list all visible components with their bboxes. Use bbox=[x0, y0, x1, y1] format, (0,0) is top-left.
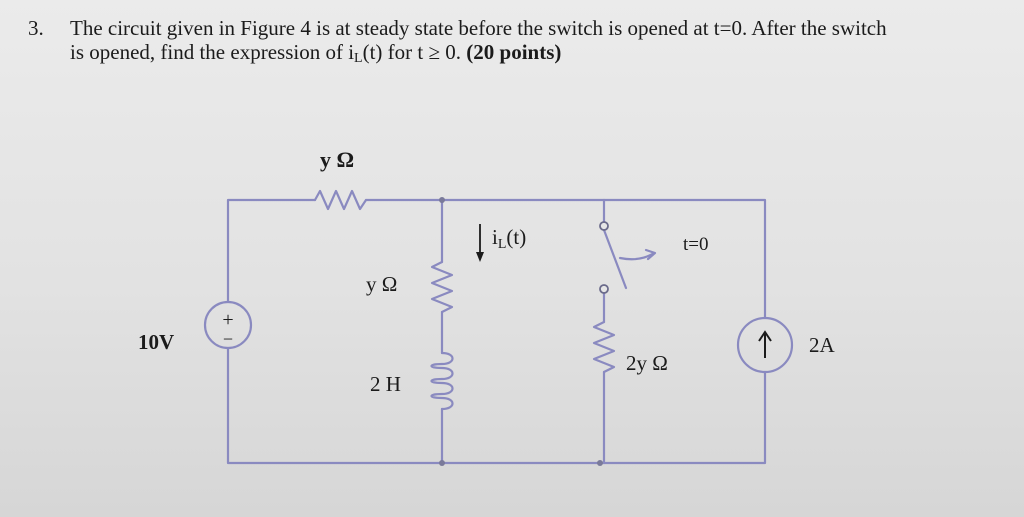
switch-contact-bottom bbox=[599, 284, 609, 294]
label-current-sub: L bbox=[498, 237, 507, 252]
label-switch-resistor: 2y Ω bbox=[626, 351, 668, 375]
wire-top-far-right bbox=[602, 198, 767, 320]
problem-line-1: The circuit given in Figure 4 is at stea… bbox=[70, 16, 887, 40]
problem-line-2: is opened, find the expression of iL(t) … bbox=[70, 40, 561, 71]
switch-arrow-head bbox=[644, 248, 657, 261]
label-voltage-source: 10V bbox=[138, 330, 174, 354]
current-source bbox=[736, 316, 794, 374]
switch-blade bbox=[602, 228, 628, 290]
label-current-main: i bbox=[492, 225, 498, 249]
label-inductor: 2 H bbox=[370, 372, 401, 396]
current-source-arrow bbox=[758, 330, 772, 358]
voltage-source-plus: + bbox=[222, 309, 233, 331]
problem-line-2-prefix: is opened, find the expression of i bbox=[70, 40, 355, 64]
label-current-tail: (t) bbox=[506, 225, 526, 249]
wire-left-bottom bbox=[226, 346, 767, 465]
node-bottom-mid bbox=[439, 460, 445, 466]
voltage-source-minus: − bbox=[223, 329, 233, 349]
label-current-source: 2A bbox=[809, 333, 836, 357]
current-arrow-head-icon bbox=[476, 252, 484, 262]
label-switch-time: t=0 bbox=[683, 234, 709, 255]
top-resistor bbox=[313, 189, 368, 211]
node-top-mid bbox=[439, 197, 445, 203]
label-top-resistor: y Ω bbox=[320, 147, 354, 172]
wire-top-left bbox=[226, 198, 317, 304]
switch-arrow bbox=[618, 251, 656, 261]
node-bottom-switch bbox=[597, 460, 603, 466]
switch-resistor bbox=[592, 320, 616, 374]
problem-line-2-mid: (t) for t ≥ 0. bbox=[362, 40, 467, 64]
problem-line-2-sub: L bbox=[354, 51, 363, 66]
problem-points: (20 points) bbox=[466, 40, 562, 64]
label-current: iL(t) bbox=[492, 225, 526, 252]
switch-contact-top bbox=[599, 221, 609, 231]
label-mid-resistor: y Ω bbox=[366, 272, 397, 296]
mid-resistor bbox=[430, 260, 454, 314]
inductor-coil bbox=[430, 351, 454, 411]
problem-number: 3. bbox=[28, 16, 44, 40]
voltage-source bbox=[203, 300, 253, 350]
